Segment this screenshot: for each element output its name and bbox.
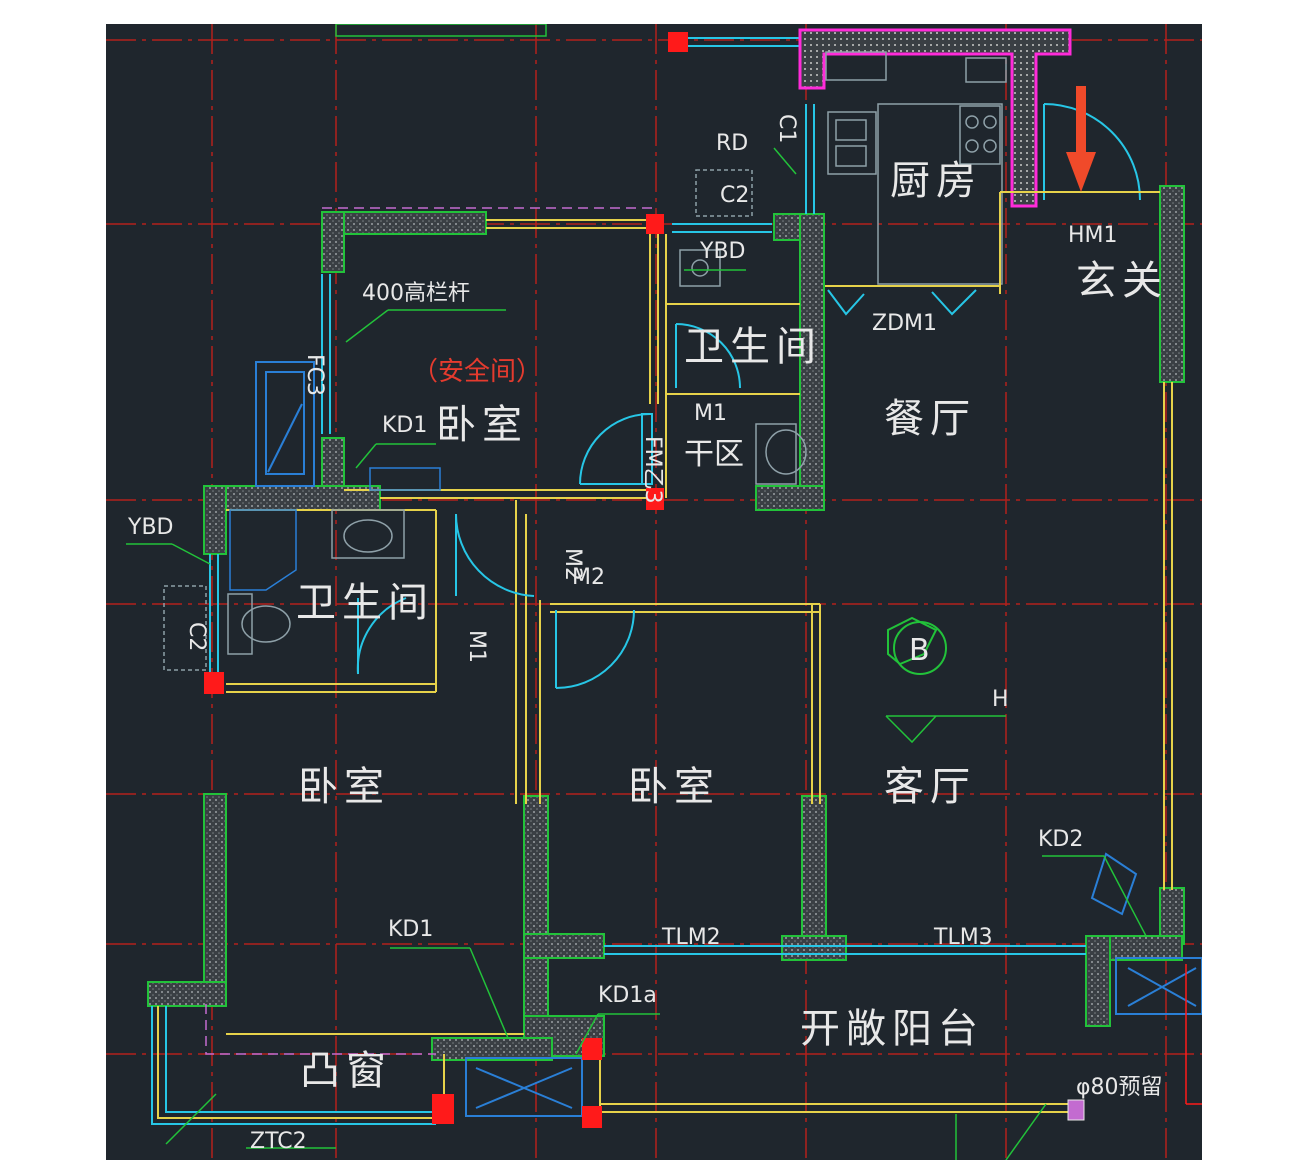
tag-fc3: FC3 [302,354,327,396]
axis-bubble-b [887,616,947,675]
tag-rd: RD [716,131,748,156]
safe-room-note: （安全间） [412,357,542,387]
kitchen-highlight-wall [798,28,1072,208]
room-bedroom-safe: 卧室 [436,402,528,448]
tag-m2-b: M2 [572,565,605,590]
room-bath-top: 卫生间 [684,324,822,370]
tag-c1: C1 [774,114,799,143]
tag-ybd-top: YBD [699,239,745,264]
room-dry-zone: 干区 [684,437,744,472]
room-balcony: 开敞阳台 [800,1006,984,1052]
tag-zdm1: ZDM1 [872,311,937,336]
floor-plan-drawing: 厨房 玄关 餐厅 客厅 卫生间 干区 卧室 （安全间） 卫生间 卧室 卧室 开敞… [106,24,1202,1160]
tag-fmz3: FM乙3 [640,436,665,504]
zdm1-folding-door [822,285,1000,316]
entry-arrow-icon [1066,86,1096,192]
door-swings [356,323,741,689]
tag-tlm3: TLM3 [933,925,993,950]
pipe-marker [1067,964,1202,1121]
structural-columns [204,32,688,1128]
kitchen-fixtures [825,51,1007,285]
room-bay-window: 凸窗 [300,1048,392,1094]
tag-railing: 400高栏杆 [362,281,470,306]
floor-plan-canvas: 厨房 玄关 餐厅 客厅 卫生间 干区 卧室 （安全间） 卫生间 卧室 卧室 开敞… [106,24,1202,1160]
room-living: 客厅 [884,764,976,810]
windows [151,104,1202,1125]
axis-b-label: B [909,633,930,668]
bathroom-fixtures [227,249,807,655]
tag-m1-top: M1 [694,401,727,426]
tag-ybd-left: YBD [127,515,173,540]
room-entry: 玄关 [1076,258,1168,304]
tag-c2-left: C2 [184,622,209,651]
walls [147,211,1183,1061]
window-tags [163,169,753,671]
tag-kd1-top: KD1 [382,413,427,438]
tag-kd1a: KD1a [598,983,657,1008]
tag-c2-top: C2 [720,183,749,208]
room-bedroom-left: 卧室 [298,764,390,810]
pipe-note: φ80预留 [1076,1075,1163,1100]
room-bath-left: 卫生间 [296,580,434,626]
bay-window-outline [205,207,656,1055]
room-dining: 餐厅 [884,396,976,442]
tag-tlm2: TLM2 [661,925,721,950]
tag-ztc2: ZTC2 [250,1129,307,1154]
level-h-label: H [992,687,1009,712]
tag-kd1-bottom: KD1 [388,917,433,942]
top-fragments [335,24,806,47]
leader-lines [126,147,1147,1160]
tag-kd2: KD2 [1038,827,1083,852]
room-kitchen: 厨房 [890,158,982,204]
entry-walls [999,103,1185,945]
tag-m1-left: M1 [464,630,489,663]
tag-m2-a: M2 [560,548,585,581]
tag-hm1: HM1 [1068,223,1118,248]
room-bedroom-mid: 卧室 [628,764,720,810]
